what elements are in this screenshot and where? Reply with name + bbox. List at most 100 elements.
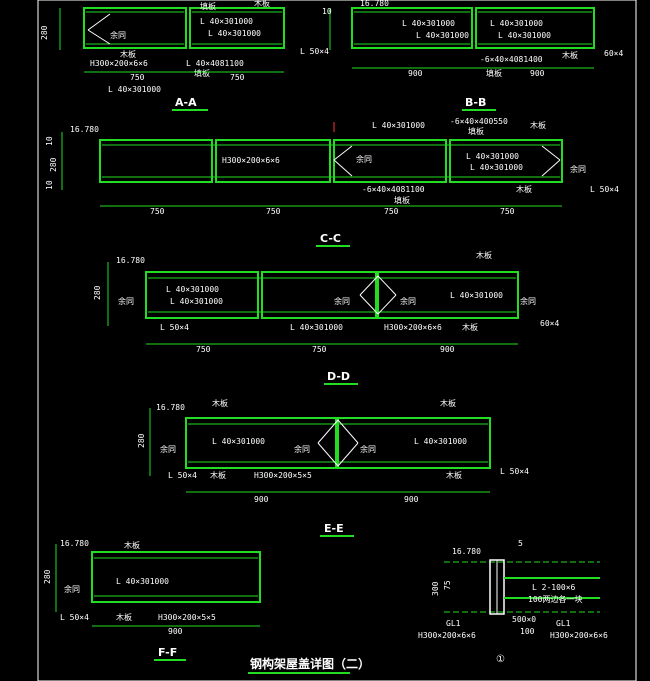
ff-l50: L 50×4 (60, 613, 89, 622)
cc-panel3 (333, 139, 447, 183)
cc-brace3 (541, 145, 561, 161)
ee-elev: 16.780 (156, 403, 185, 412)
ee-angle1: L 40×301000 (212, 437, 265, 446)
bb-dim-900b: 900 (530, 69, 545, 78)
bb-board: 木板 (562, 50, 578, 60)
dd-dim-280: 280 (93, 285, 102, 300)
dd-yujian4: 余同 (520, 296, 536, 306)
ee-brace3 (337, 419, 359, 444)
dd-yujian3: 余同 (400, 296, 416, 306)
bb-title: B-B (465, 96, 486, 109)
dd-elev: 16.780 (116, 256, 145, 265)
section-a-a: 280 余同 木板 H300×200×6×6 L 40×301000 L 40×… (40, 0, 329, 111)
aa-board: 木板 (120, 49, 136, 59)
ff-angle1: L 40×301000 (116, 577, 169, 586)
bb-angle4: L 40×301000 (498, 31, 551, 40)
cc-hbeam: H300×200×6×6 (222, 156, 280, 165)
detail-circle-label: ① (496, 654, 505, 665)
ee-board4: 木板 (446, 470, 462, 480)
aa-tianban2: 填板 (194, 68, 210, 78)
dd-panel1 (145, 271, 259, 319)
ee-dim-900b: 900 (404, 495, 419, 504)
section-b-b: 10 16.780 L 40×301000 L 40×301000 L 40×3… (322, 0, 623, 111)
cc-brace4 (541, 159, 561, 177)
cc-l50: L 50×4 (590, 185, 619, 194)
ff-board1: 木板 (124, 540, 140, 550)
ff-hbeam: H300×200×5×5 (158, 613, 216, 622)
cc-brace1 (333, 145, 353, 161)
ee-board2: 木板 (440, 398, 456, 408)
cc-tianban: 填板 (468, 126, 484, 136)
cc-panel1 (99, 139, 213, 183)
dd-angle3: L 40×301000 (290, 323, 343, 332)
ee-yujian2: 余同 (294, 444, 310, 454)
dd-brace1 (359, 275, 379, 296)
detail-d500: 500×0 (512, 615, 536, 624)
bb-tianban: 填板 (486, 68, 502, 78)
section-c-c: 16.780 280 10 10 H300×200×6×6 L 40×30100… (45, 117, 619, 247)
dd-dim-900: 900 (440, 345, 455, 354)
ee-brace1 (317, 419, 339, 444)
bb-left-panel (351, 7, 473, 49)
bb-elev-label: 16.780 (360, 0, 389, 8)
cc-dim-10a: 10 (45, 136, 54, 146)
cc-dim-10b: 10 (45, 180, 54, 190)
dd-angle2: L 40×301000 (170, 297, 223, 306)
section-d-d: 16.780 280 余同 L 40×301000 L 40×301000 L … (93, 250, 559, 385)
ff-panel (91, 551, 261, 603)
aa-left-panel (83, 7, 187, 49)
dd-yujian1: 余同 (118, 296, 134, 306)
ee-dim-900a: 900 (254, 495, 269, 504)
main-title: 钢构架屋盖详图（二） (250, 656, 370, 671)
ee-dim-280: 280 (137, 433, 146, 448)
cc-angle-top: L 40×301000 (372, 121, 425, 130)
cc-plate2: -6×40×4081100 (362, 185, 425, 194)
ee-brace2 (317, 442, 339, 467)
ff-elev: 16.780 (60, 539, 89, 548)
ee-panel1 (185, 417, 337, 469)
cc-panel4 (449, 139, 563, 183)
cc-tianban2: 填板 (394, 195, 410, 205)
cc-yujian: 余同 (356, 154, 372, 164)
cc-angle1: L 40×301000 (466, 152, 519, 161)
ee-l50a: L 50×4 (168, 471, 197, 480)
detail-gl1-left-beam: H300×200×6×6 (418, 631, 476, 640)
aa-l50: L 50×4 (300, 47, 329, 56)
aa-yujian: 余同 (110, 30, 126, 40)
dd-board2: 木板 (462, 322, 478, 332)
dd-brace2 (359, 294, 379, 315)
aa-angle2: L 40×301000 (208, 29, 261, 38)
dd-angle1: L 40×301000 (166, 285, 219, 294)
aa-hbeam: H300×200×6×6 (90, 59, 148, 68)
aa-dim-280: 280 (40, 25, 49, 40)
ee-l50b: L 50×4 (500, 467, 529, 476)
dd-l60: 60×4 (540, 319, 559, 328)
aa-angle4: L 40×301000 (108, 85, 161, 94)
detail-gl1-right-beam: H300×200×6×6 (550, 631, 608, 640)
dd-brace4 (377, 294, 397, 315)
cc-title: C-C (320, 232, 341, 245)
dd-dim-750a: 750 (196, 345, 211, 354)
ee-title: E-E (324, 522, 344, 535)
bb-l60: 60×4 (604, 49, 623, 58)
aa-dim-750a: 750 (130, 73, 145, 82)
ee-hbeam: H300×200×5×5 (254, 471, 312, 480)
cc-dim-750d: 750 (500, 207, 515, 216)
dd-yujian2: 余同 (334, 296, 350, 306)
detail-1: 16.780 5 300 75 L 2-100×6 100两边各一块 500×0… (418, 539, 608, 665)
cc-dim-750a: 750 (150, 207, 165, 216)
cc-dim-750b: 750 (266, 207, 281, 216)
ee-yujian3: 余同 (360, 444, 376, 454)
drawing-border (37, 0, 637, 681)
aa-right-panel (189, 7, 285, 49)
aa-title: A-A (175, 96, 197, 109)
ee-brace4 (337, 442, 359, 467)
detail-note: 100两边各一块 (528, 594, 582, 604)
dd-l50: L 50×4 (160, 323, 189, 332)
cc-board: 木板 (530, 120, 546, 130)
aa-brace2 (87, 29, 111, 45)
bb-plate: -6×40×4081400 (480, 55, 543, 64)
bb-dim-900a: 900 (408, 69, 423, 78)
detail-d300: 300 (431, 581, 440, 596)
